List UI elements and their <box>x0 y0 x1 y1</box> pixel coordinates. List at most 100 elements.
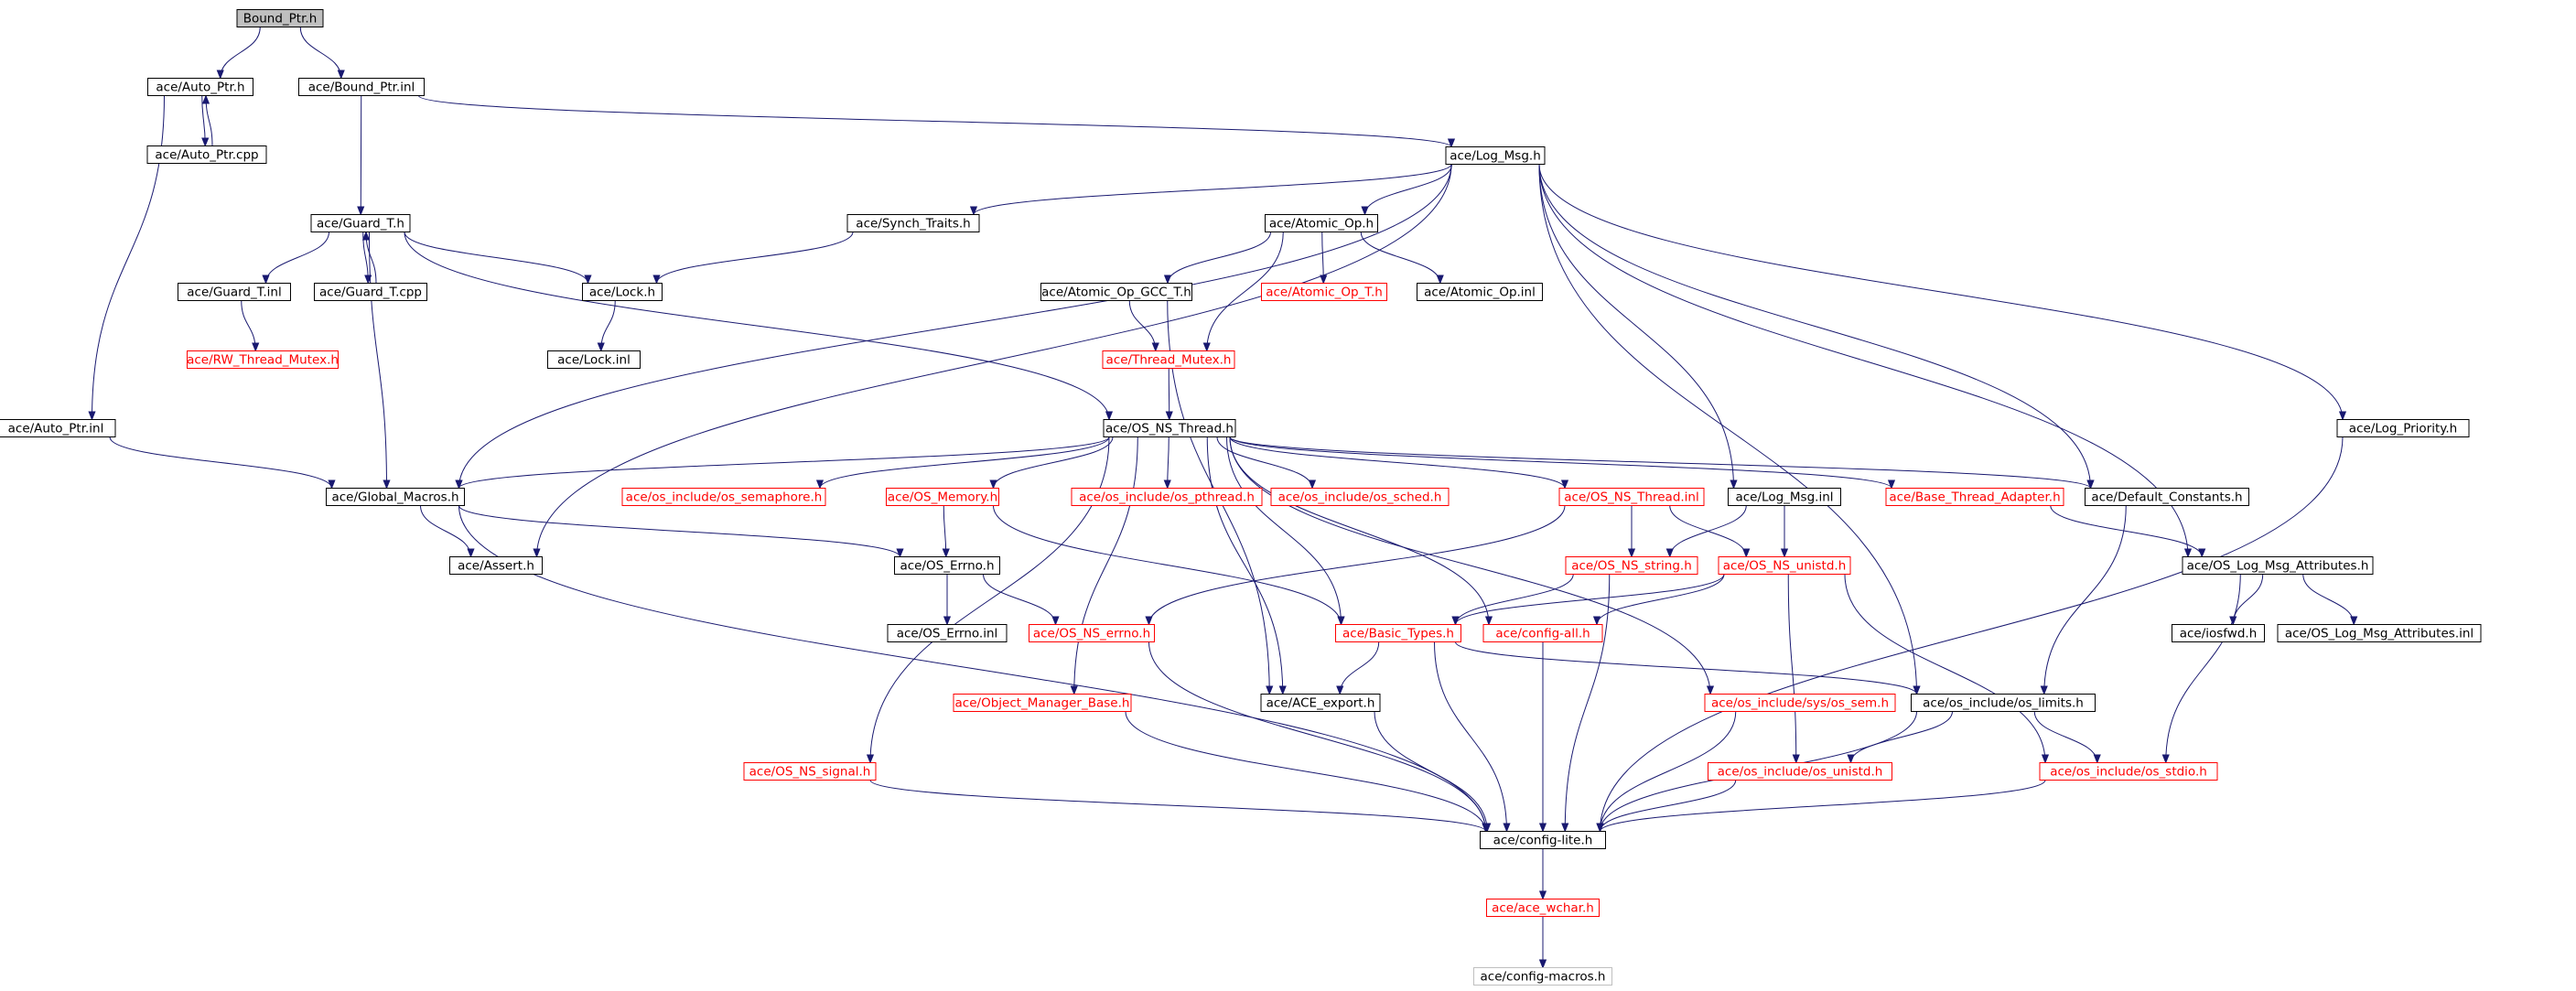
node-box <box>1071 488 1263 506</box>
node-label: ace/config-lite.h <box>1493 834 1593 848</box>
edge-os-limits-h-to-os-stdio-h <box>2033 711 2097 763</box>
edge-log-msg-h-to-synch-traits-h <box>974 164 1452 215</box>
node-os-limits-h[interactable]: ace/os_include/os_limits.h <box>1911 694 2096 712</box>
node-label: ace/os_include/os_pthread.h <box>1079 490 1255 505</box>
node-os-log-msg-attributes-h[interactable]: ace/OS_Log_Msg_Attributes.h <box>2182 556 2374 575</box>
node-os-ns-signal-h[interactable]: ace/OS_NS_signal.h <box>743 762 877 781</box>
node-label: ace/os_include/os_stdio.h <box>2050 765 2207 780</box>
edge-os-memory-h-to-os-errno-h <box>943 505 946 557</box>
node-base-thread-adapter-h[interactable]: ace/Base_Thread_Adapter.h <box>1885 488 2064 506</box>
edge-log-msg-h-to-log-priority-h <box>1538 164 2343 420</box>
node-log-msg-h[interactable]: ace/Log_Msg.h <box>1445 146 1546 165</box>
node-config-macros-h[interactable]: ace/config-macros.h <box>1473 967 1612 986</box>
edge-object-manager-base-h-to-config-lite-h <box>1125 711 1486 832</box>
node-os-sem-h[interactable]: ace/os_include/sys/os_sem.h <box>1704 694 1896 712</box>
node-basic-types-h[interactable]: ace/Basic_Types.h <box>1335 624 1461 642</box>
node-os-pthread-h[interactable]: ace/os_include/os_pthread.h <box>1071 488 1263 506</box>
node-log-priority-h[interactable]: ace/Log_Priority.h <box>2336 419 2470 437</box>
node-box <box>1558 488 1705 506</box>
node-box <box>2039 762 2218 781</box>
node-os-ns-unistd-h[interactable]: ace/OS_NS_unistd.h <box>1718 556 1851 575</box>
node-os-semaphore-h[interactable]: ace/os_include/os_semaphore.h <box>621 488 826 506</box>
edge-os-ns-thread-h-to-os-semaphore-h <box>820 436 1110 489</box>
node-lock-h[interactable]: ace/Lock.h <box>582 283 663 301</box>
node-atomic-op-h[interactable]: ace/Atomic_Op.h <box>1265 214 1378 232</box>
node-label: ace/Base_Thread_Adapter.h <box>1889 490 2060 505</box>
node-label: ace/Atomic_Op.h <box>1269 217 1374 232</box>
node-label: ace/OS_Log_Msg_Attributes.h <box>2187 559 2369 574</box>
node-lock-inl[interactable]: ace/Lock.inl <box>547 350 641 369</box>
node-label: ace/OS_Memory.h <box>888 490 997 505</box>
node-auto-ptr-cpp[interactable]: ace/Auto_Ptr.cpp <box>146 145 267 164</box>
node-os-log-msg-attributes-inl[interactable]: ace/OS_Log_Msg_Attributes.inl <box>2277 624 2482 642</box>
node-label: ace/os_include/os_semaphore.h <box>626 490 823 505</box>
node-label: ace/os_include/os_limits.h <box>1923 696 2084 711</box>
node-box <box>0 419 116 437</box>
node-bound-ptr-inl[interactable]: ace/Bound_Ptr.inl <box>298 78 425 96</box>
node-object-manager-base-h[interactable]: ace/Object_Manager_Base.h <box>953 694 1132 712</box>
node-guard-t-inl[interactable]: ace/Guard_T.inl <box>178 283 291 301</box>
node-os-memory-h[interactable]: ace/OS_Memory.h <box>886 488 999 506</box>
node-global-macros-h[interactable]: ace/Global_Macros.h <box>326 488 465 506</box>
edge-bound-ptr-h-to-auto-ptr-h <box>221 27 261 79</box>
edge-log-msg-h-to-atomic-op-h <box>1365 164 1452 215</box>
edge-guard-t-inl-to-rw-thread-mutex-h <box>241 300 256 351</box>
edge-os-ns-thread-h-to-os-sem-h <box>1229 436 1710 695</box>
edge-global-macros-h-to-assert-h <box>420 505 471 557</box>
node-bound-ptr-h[interactable]: Bound_Ptr.h <box>236 9 324 27</box>
node-box <box>1445 146 1546 165</box>
edge-global-macros-h-to-config-lite-h <box>458 505 1486 832</box>
node-synch-traits-h[interactable]: ace/Synch_Traits.h <box>846 214 980 232</box>
edge-os-ns-errno-h-to-config-lite-h <box>1148 641 1486 832</box>
node-label: ace/Log_Msg.h <box>1450 149 1541 164</box>
node-atomic-op-inl[interactable]: ace/Atomic_Op.inl <box>1417 283 1543 301</box>
edge-guard-t-cpp-to-guard-t-h <box>366 232 377 284</box>
node-os-ns-errno-h[interactable]: ace/OS_NS_errno.h <box>1029 624 1155 642</box>
node-default-constants-h[interactable]: ace/Default_Constants.h <box>2085 488 2249 506</box>
node-ace-export-h[interactable]: ace/ACE_export.h <box>1260 694 1381 712</box>
node-iosfwd-h[interactable]: ace/iosfwd.h <box>2172 624 2265 642</box>
node-os-ns-thread-inl[interactable]: ace/OS_NS_Thread.inl <box>1558 488 1705 506</box>
node-thread-mutex-h[interactable]: ace/Thread_Mutex.h <box>1102 350 1235 369</box>
node-box <box>178 283 291 301</box>
edge-synch-traits-h-to-lock-h <box>657 232 854 284</box>
node-box <box>1029 624 1155 642</box>
node-os-ns-thread-h[interactable]: ace/OS_NS_Thread.h <box>1103 419 1236 437</box>
node-box <box>1480 831 1606 849</box>
node-os-unistd-h[interactable]: ace/os_include/os_unistd.h <box>1708 762 1892 781</box>
node-label: ace/Lock.h <box>589 285 655 300</box>
edge-os-log-msg-attributes-h-to-os-stdio-h <box>2166 574 2241 763</box>
node-rw-thread-mutex-h[interactable]: ace/RW_Thread_Mutex.h <box>187 350 339 369</box>
node-os-ns-string-h[interactable]: ace/OS_NS_string.h <box>1565 556 1698 575</box>
node-os-errno-h[interactable]: ace/OS_Errno.h <box>894 556 1000 575</box>
node-label: ace/Bound_Ptr.inl <box>308 81 415 95</box>
edge-os-errno-h-to-os-ns-errno-h <box>983 574 1056 625</box>
node-label: ace/Log_Priority.h <box>2349 422 2457 436</box>
node-label: Bound_Ptr.h <box>243 12 318 27</box>
node-guard-t-h[interactable]: ace/Guard_T.h <box>310 214 411 232</box>
node-box <box>236 9 324 27</box>
edge-os-log-msg-attributes-h-to-os-log-msg-attributes-inl <box>2302 574 2355 625</box>
node-box <box>894 556 1000 575</box>
node-os-errno-inl[interactable]: ace/OS_Errno.inl <box>887 624 1008 642</box>
node-os-sched-h[interactable]: ace/os_include/os_sched.h <box>1270 488 1450 506</box>
node-auto-ptr-inl[interactable]: ace/Auto_Ptr.inl <box>0 419 116 437</box>
node-assert-h[interactable]: ace/Assert.h <box>449 556 543 575</box>
node-guard-t-cpp[interactable]: ace/Guard_T.cpp <box>314 283 427 301</box>
node-box <box>298 78 425 96</box>
edge-layer <box>92 27 2355 968</box>
node-config-lite-h[interactable]: ace/config-lite.h <box>1480 831 1606 849</box>
node-label: ace/OS_NS_errno.h <box>1033 627 1150 641</box>
node-auto-ptr-h[interactable]: ace/Auto_Ptr.h <box>147 78 253 96</box>
node-label: ace/os_include/sys/os_sem.h <box>1711 696 1889 711</box>
node-label: ace/Log_Msg.inl <box>1735 490 1833 505</box>
edge-os-ns-signal-h-to-config-lite-h <box>869 780 1486 832</box>
node-ace-wchar-h[interactable]: ace/ace_wchar.h <box>1486 899 1600 917</box>
node-box <box>1482 624 1603 642</box>
node-log-msg-inl[interactable]: ace/Log_Msg.inl <box>1728 488 1841 506</box>
node-atomic-op-t-h[interactable]: ace/Atomic_Op_T.h <box>1261 283 1387 301</box>
node-atomic-op-gcc-t-h[interactable]: ace/Atomic_Op_GCC_T.h <box>1040 283 1192 301</box>
node-os-stdio-h[interactable]: ace/os_include/os_stdio.h <box>2039 762 2218 781</box>
node-config-all-h[interactable]: ace/config-all.h <box>1482 624 1603 642</box>
node-label: ace/iosfwd.h <box>2180 627 2258 641</box>
